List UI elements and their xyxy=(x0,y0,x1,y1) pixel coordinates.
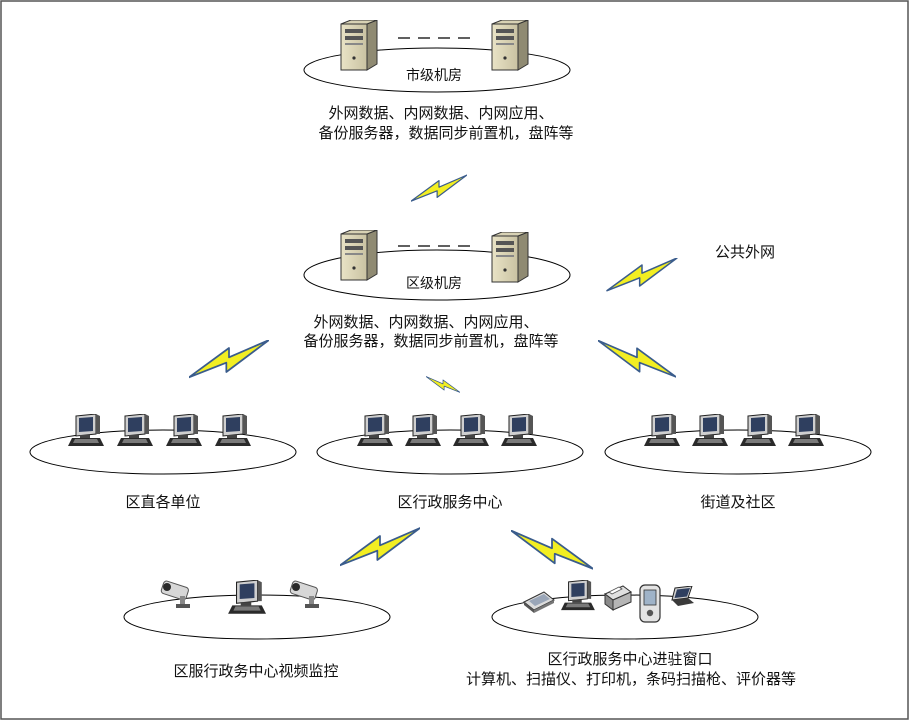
streets-label: 街道及社区 xyxy=(700,493,775,511)
wireless-link-bolt-icon xyxy=(340,527,420,567)
video-monitor-group: 区服行政务中心视频监控 xyxy=(123,580,391,680)
security-camera-icon xyxy=(289,580,320,609)
admin-center-label: 区行政服务中心 xyxy=(397,493,502,511)
streets-ellipse xyxy=(604,429,872,475)
desktop-computer-icon xyxy=(116,414,153,447)
printer-icon xyxy=(604,585,632,611)
desktop-computer-icon xyxy=(356,414,393,447)
admin-center-group: 区行政服务中心 xyxy=(316,414,584,511)
desktop-computer-icon xyxy=(404,414,441,447)
wireless-link-bolt-icon xyxy=(598,340,676,378)
security-camera-icon xyxy=(160,580,191,609)
admin-center-ellipse xyxy=(316,429,584,475)
server-tower-icon xyxy=(491,20,529,71)
desktop-computer-icon xyxy=(227,580,266,615)
desktop-computer-icon xyxy=(560,580,595,611)
service-window-label-line2: 计算机、扫描仪、打印机，条码扫描枪、评价器等 xyxy=(466,670,796,688)
video-monitor-label: 区服行政务中心视频监控 xyxy=(173,662,338,680)
streets-group: 街道及社区 xyxy=(604,414,872,511)
server-tower-icon xyxy=(340,230,378,281)
district-room-ellipse xyxy=(303,249,571,301)
service-window-group: 区行政服务中心进驻窗口 计算机、扫描仪、打印机，条码扫描枪、评价器等 xyxy=(466,580,796,688)
district-units-group: 区直各单位 xyxy=(29,414,297,511)
district-room-desc-line2: 备份服务器，数据同步前置机，盘阵等 xyxy=(303,332,558,350)
desktop-computer-icon xyxy=(691,414,728,447)
desktop-computer-icon xyxy=(787,414,824,447)
district-units-ellipse xyxy=(29,429,297,475)
city-room-desc-line2: 备份服务器，数据同步前置机，盘阵等 xyxy=(318,124,573,142)
desktop-computer-icon xyxy=(643,414,680,447)
desktop-computer-icon xyxy=(500,414,537,447)
wireless-link-bolt-icon xyxy=(189,340,269,379)
handheld-device-icon xyxy=(639,584,661,623)
wireless-link-bolt-icon xyxy=(426,375,460,394)
city-room-label: 市级机房 xyxy=(406,67,462,84)
city-room-desc-line1: 外网数据、内网数据、内网应用、 xyxy=(328,104,553,122)
district-units-label: 区直各单位 xyxy=(125,493,200,511)
wireless-link-bolt-icon xyxy=(511,530,593,570)
public-network-label: 公共外网 xyxy=(715,243,775,261)
wireless-link-bolt-icon xyxy=(606,258,678,292)
desktop-computer-icon xyxy=(67,414,104,447)
scanner-icon xyxy=(523,591,555,614)
district-room-label: 区级机房 xyxy=(406,276,462,292)
service-window-label-line1: 区行政服务中心进驻窗口 xyxy=(547,650,712,668)
server-tower-icon xyxy=(491,232,529,283)
laptop-icon xyxy=(671,586,695,607)
city-room-group: 市级机房 外网数据、内网数据、内网应用、 备份服务器，数据同步前置机，盘阵等 xyxy=(303,20,574,142)
wireless-link-bolt-icon xyxy=(411,173,467,203)
district-room-desc-line1: 外网数据、内网数据、内网应用、 xyxy=(313,313,538,331)
city-room-ellipse xyxy=(303,47,571,93)
district-room-group: 区级机房 外网数据、内网数据、内网应用、 备份服务器，数据同步前置机，盘阵等 xyxy=(303,230,571,350)
desktop-computer-icon xyxy=(214,414,251,447)
server-tower-icon xyxy=(340,20,378,71)
